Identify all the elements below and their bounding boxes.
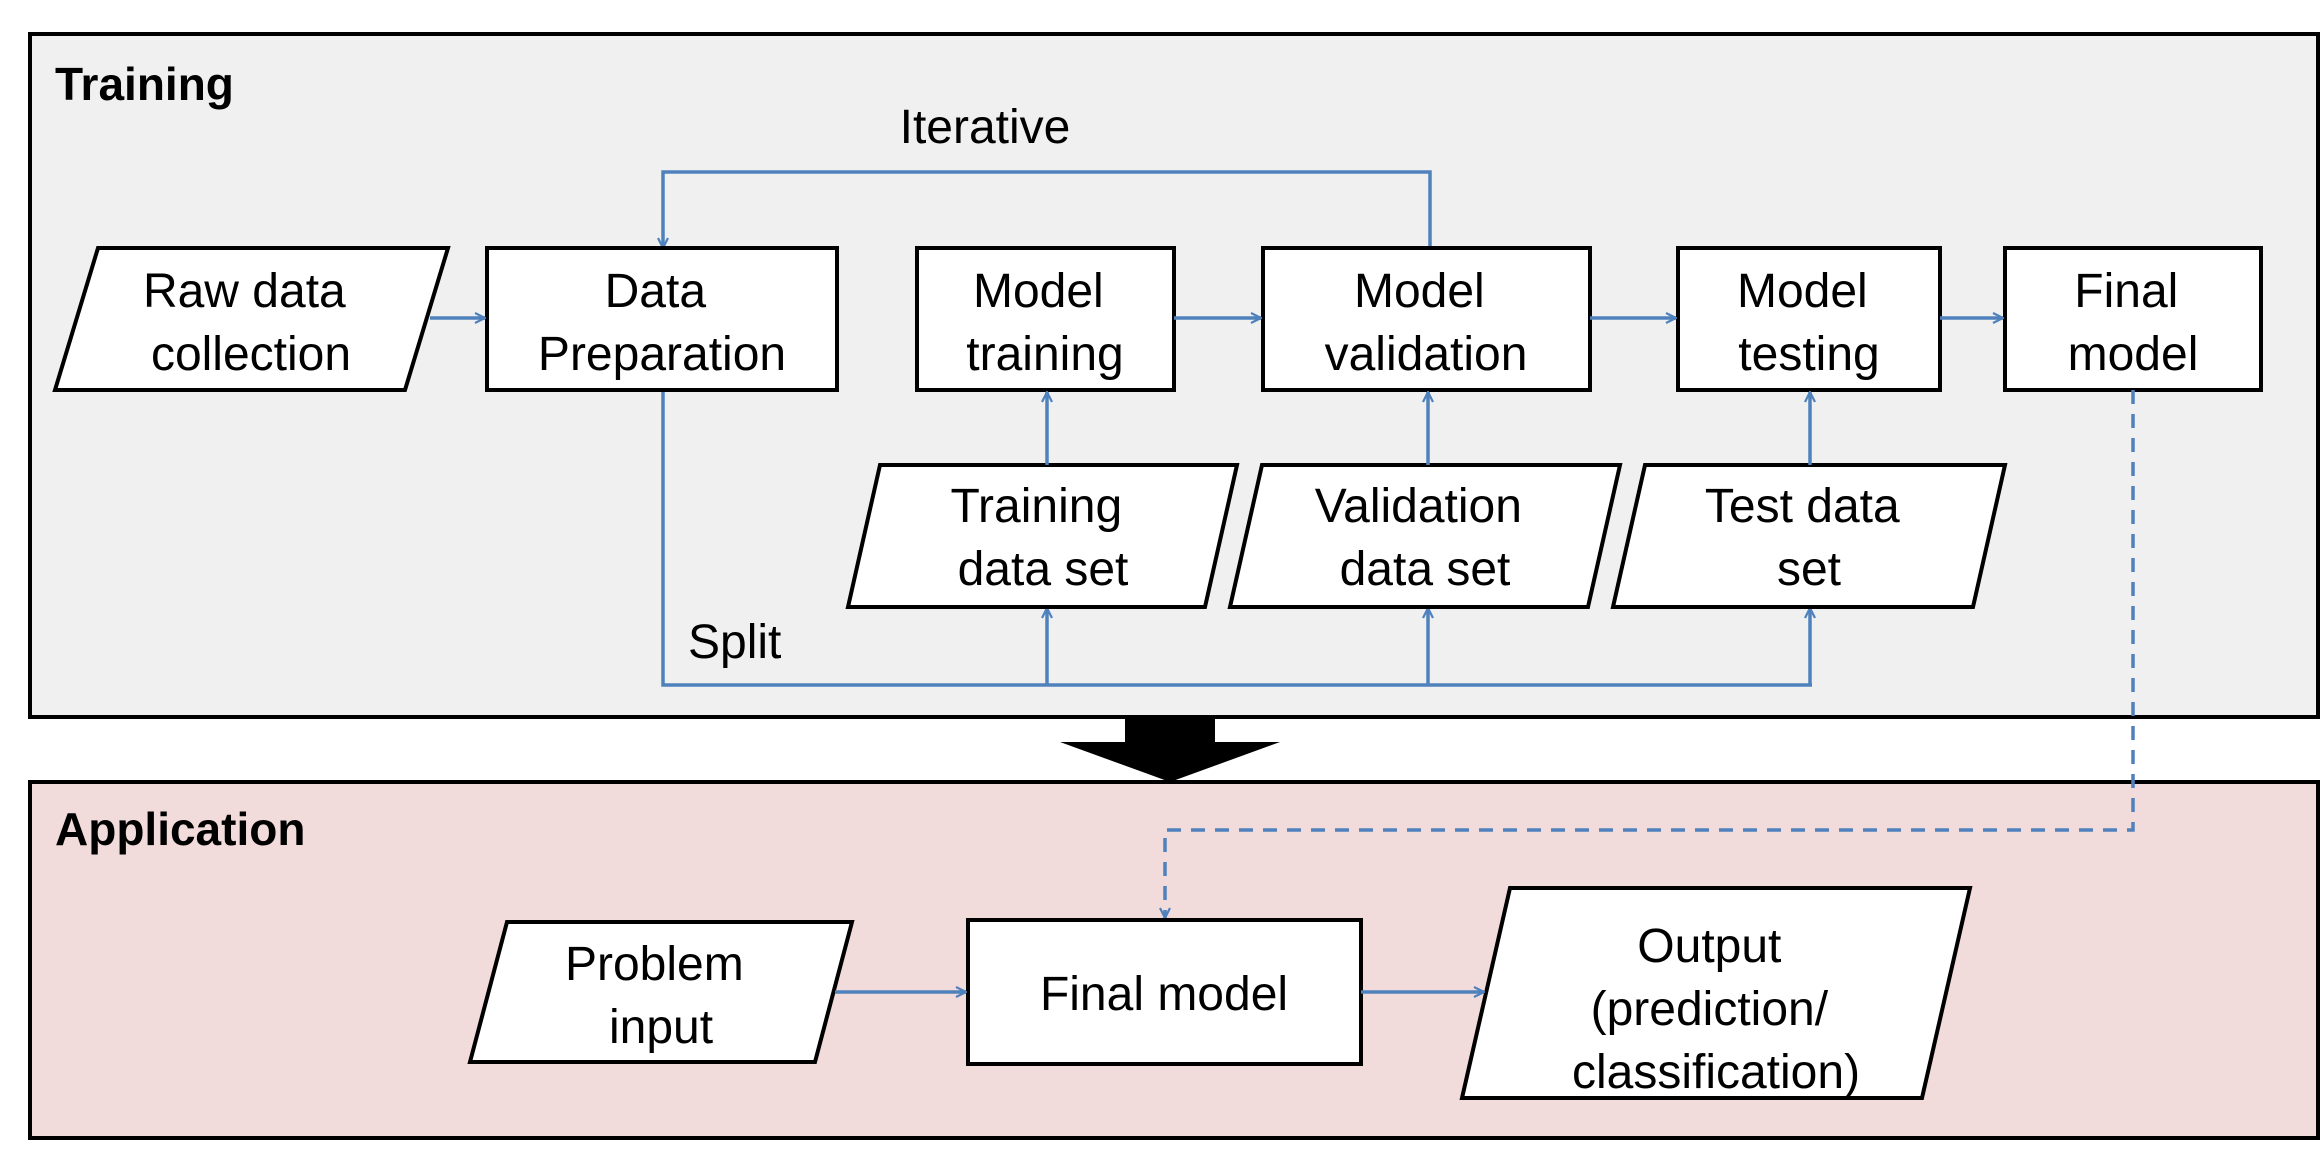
test-data-set-node [1610,463,2008,609]
final-model-training-label: Final model [2068,265,2199,381]
training-data-set-node [845,463,1240,609]
model-testing-label: Model testing [1737,265,1881,381]
problem-input-node [467,920,855,1064]
validation-data-set-node [1227,463,1623,609]
data-preparation-label: Data Preparation [538,265,786,381]
application-title: Application [55,803,305,855]
final-model-app-node [966,918,1363,1066]
model-validation-label: Model validation [1325,265,1528,381]
final-model-deploy-dashed-arrow [1165,390,2135,918]
split-label: Split [688,616,781,669]
model-testing-node [1676,246,1942,392]
training-data-set-label: Training data set [951,480,1136,596]
output-node [1459,886,1973,1100]
raw-data-collection-node [52,246,451,392]
final-model-app-label: Final model [1040,968,1288,1021]
model-training-label: Model training [966,265,1123,381]
model-training-node [915,246,1176,392]
data-preparation-node [485,246,839,392]
final-model-training-node [2003,246,2263,392]
validation-data-set-label: Validation data set [1315,480,1536,596]
iterative-label: Iterative [900,101,1071,154]
transition-arrow-icon [1060,717,1280,782]
test-data-set-label: Test data set [1705,480,1913,596]
iterative-loop-arrow [663,170,1432,248]
output-label: Output (prediction/ classification) [1572,920,1860,1099]
training-title: Training [55,58,234,110]
problem-input-label: Problem input [565,938,757,1054]
raw-data-collection-label: Raw data collection [143,265,359,381]
model-validation-node [1261,246,1592,392]
